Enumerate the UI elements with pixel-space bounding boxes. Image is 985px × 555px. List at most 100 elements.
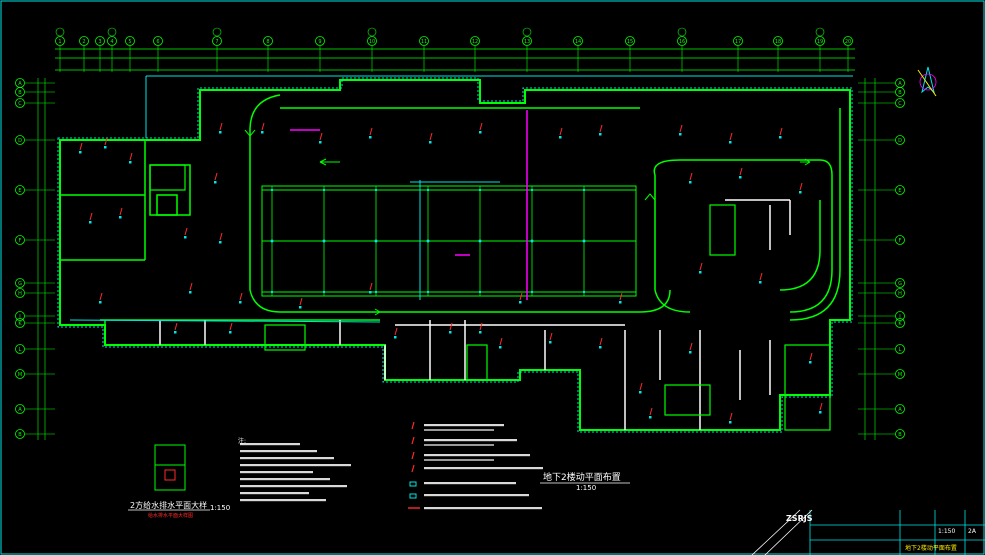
grid-axis-top-9: 9 bbox=[315, 36, 325, 72]
north-arrow-icon bbox=[917, 66, 937, 97]
grid-axis-top-4: 4 bbox=[107, 27, 117, 72]
sprinkler-head-icon bbox=[819, 402, 823, 414]
svg-text:11: 11 bbox=[421, 39, 427, 45]
svg-text:A: A bbox=[18, 407, 22, 413]
sprinkler-head-icon bbox=[619, 292, 623, 304]
detail-plan bbox=[154, 444, 186, 491]
main-pipe bbox=[290, 110, 528, 300]
title-block-grid bbox=[751, 509, 985, 555]
sprinkler-head-icon bbox=[599, 124, 603, 136]
title-block-logo: ZSRJS bbox=[786, 514, 813, 523]
sprinkler-head-icon bbox=[799, 182, 803, 194]
sprinkler-head-icon bbox=[689, 342, 693, 354]
sprinkler-markers bbox=[79, 122, 823, 424]
title-block-drawing-name: 地下2楼动平面布置 bbox=[905, 545, 957, 552]
svg-text:17: 17 bbox=[735, 39, 741, 45]
sprinkler-head-icon bbox=[299, 297, 303, 309]
grid-axis-left-A: A bbox=[15, 78, 55, 88]
svg-text:K: K bbox=[18, 321, 22, 327]
svg-text:18: 18 bbox=[775, 39, 781, 45]
sprinkler-head-icon bbox=[369, 127, 373, 139]
grid-axis-right-J: J bbox=[858, 311, 905, 321]
title-block-sheet-no: 2A bbox=[968, 528, 976, 535]
svg-text:19: 19 bbox=[817, 39, 823, 45]
grid-axis-top-16: 16 bbox=[677, 27, 687, 72]
parking-drive-aisle bbox=[249, 94, 841, 321]
sprinkler-head-icon bbox=[559, 127, 563, 139]
svg-text:C: C bbox=[18, 101, 22, 107]
sprinkler-head-icon bbox=[809, 352, 813, 364]
svg-text:3: 3 bbox=[98, 39, 101, 45]
sprinkler-head-icon bbox=[739, 167, 743, 179]
svg-text:J: J bbox=[18, 314, 20, 320]
notes-text-block bbox=[240, 443, 351, 502]
svg-text:L: L bbox=[899, 347, 902, 353]
svg-text:F: F bbox=[19, 238, 22, 244]
notes-heading: 注: bbox=[238, 438, 247, 445]
sprinkler-head-icon bbox=[319, 132, 323, 144]
sprinkler-head-icon bbox=[394, 327, 398, 339]
svg-text:E: E bbox=[898, 188, 901, 194]
sprinkler-head-icon bbox=[689, 172, 693, 184]
grid-axis-top-12: 12 bbox=[470, 36, 480, 72]
grid-axis-top-20: 20 bbox=[843, 36, 853, 72]
legend-row bbox=[408, 507, 542, 510]
svg-text:B: B bbox=[898, 90, 902, 96]
legend-row bbox=[409, 481, 516, 487]
svg-text:B: B bbox=[18, 432, 22, 438]
svg-text:M: M bbox=[898, 372, 902, 378]
sprinkler-head-icon bbox=[174, 322, 178, 334]
sprinkler-head-icon bbox=[729, 132, 733, 144]
sprinkler-head-icon bbox=[104, 137, 108, 149]
grid-axis-top-17: 17 bbox=[733, 36, 743, 72]
svg-text:L: L bbox=[19, 347, 22, 353]
detail-drawing-title: 2方给水排水平面大样 bbox=[130, 501, 208, 510]
svg-text:J: J bbox=[898, 314, 900, 320]
svg-text:16: 16 bbox=[679, 39, 685, 45]
svg-text:9: 9 bbox=[318, 39, 321, 45]
grid-axis-left-K: K bbox=[15, 318, 55, 328]
svg-text:4: 4 bbox=[110, 39, 113, 45]
sprinkler-head-icon bbox=[119, 207, 123, 219]
svg-text:20: 20 bbox=[845, 39, 851, 45]
grid-axis-top-3: 3 bbox=[95, 36, 105, 72]
parking-bays bbox=[261, 185, 637, 297]
svg-text:A: A bbox=[898, 81, 902, 87]
sprinkler-head-icon bbox=[679, 124, 683, 136]
svg-text:B: B bbox=[898, 432, 902, 438]
sprinkler-head-icon bbox=[89, 212, 93, 224]
interior-walls-bottom bbox=[159, 199, 791, 430]
grid-axis-top-15: 15 bbox=[625, 36, 635, 72]
sprinkler-head-icon bbox=[369, 282, 373, 294]
sprinkler-head-icon bbox=[519, 292, 523, 304]
grid-axis-top-8: 8 bbox=[263, 36, 273, 72]
svg-text:F: F bbox=[899, 238, 902, 244]
svg-text:10: 10 bbox=[369, 39, 375, 45]
sprinkler-head-icon bbox=[649, 407, 653, 419]
grid-axis-top-5: 5 bbox=[125, 36, 135, 72]
sprinkler-head-icon bbox=[449, 322, 453, 334]
svg-text:E: E bbox=[18, 188, 21, 194]
grid-axis-right-B: B bbox=[858, 87, 905, 97]
sprinkler-head-icon bbox=[639, 382, 643, 394]
grid-axis-left-E: E bbox=[15, 185, 55, 195]
svg-text:14: 14 bbox=[575, 39, 581, 45]
grid-axis-left-H: H bbox=[15, 288, 55, 298]
sprinkler-head-icon bbox=[184, 227, 188, 239]
svg-text:1: 1 bbox=[58, 39, 61, 45]
traffic-arrows bbox=[244, 129, 811, 316]
grid-axis-right-F: F bbox=[858, 235, 905, 245]
sprinkler-head-icon bbox=[261, 122, 265, 134]
svg-text:K: K bbox=[898, 321, 902, 327]
sprinkler-head-icon bbox=[759, 272, 763, 284]
sprinkler-head-icon bbox=[779, 127, 783, 139]
grid-axis-left-C: C bbox=[15, 98, 55, 108]
legend-row bbox=[411, 436, 517, 446]
svg-text:C: C bbox=[898, 101, 902, 107]
svg-text:15: 15 bbox=[627, 39, 633, 45]
svg-text:13: 13 bbox=[524, 39, 530, 45]
grid-axis-left-F: F bbox=[15, 235, 55, 245]
